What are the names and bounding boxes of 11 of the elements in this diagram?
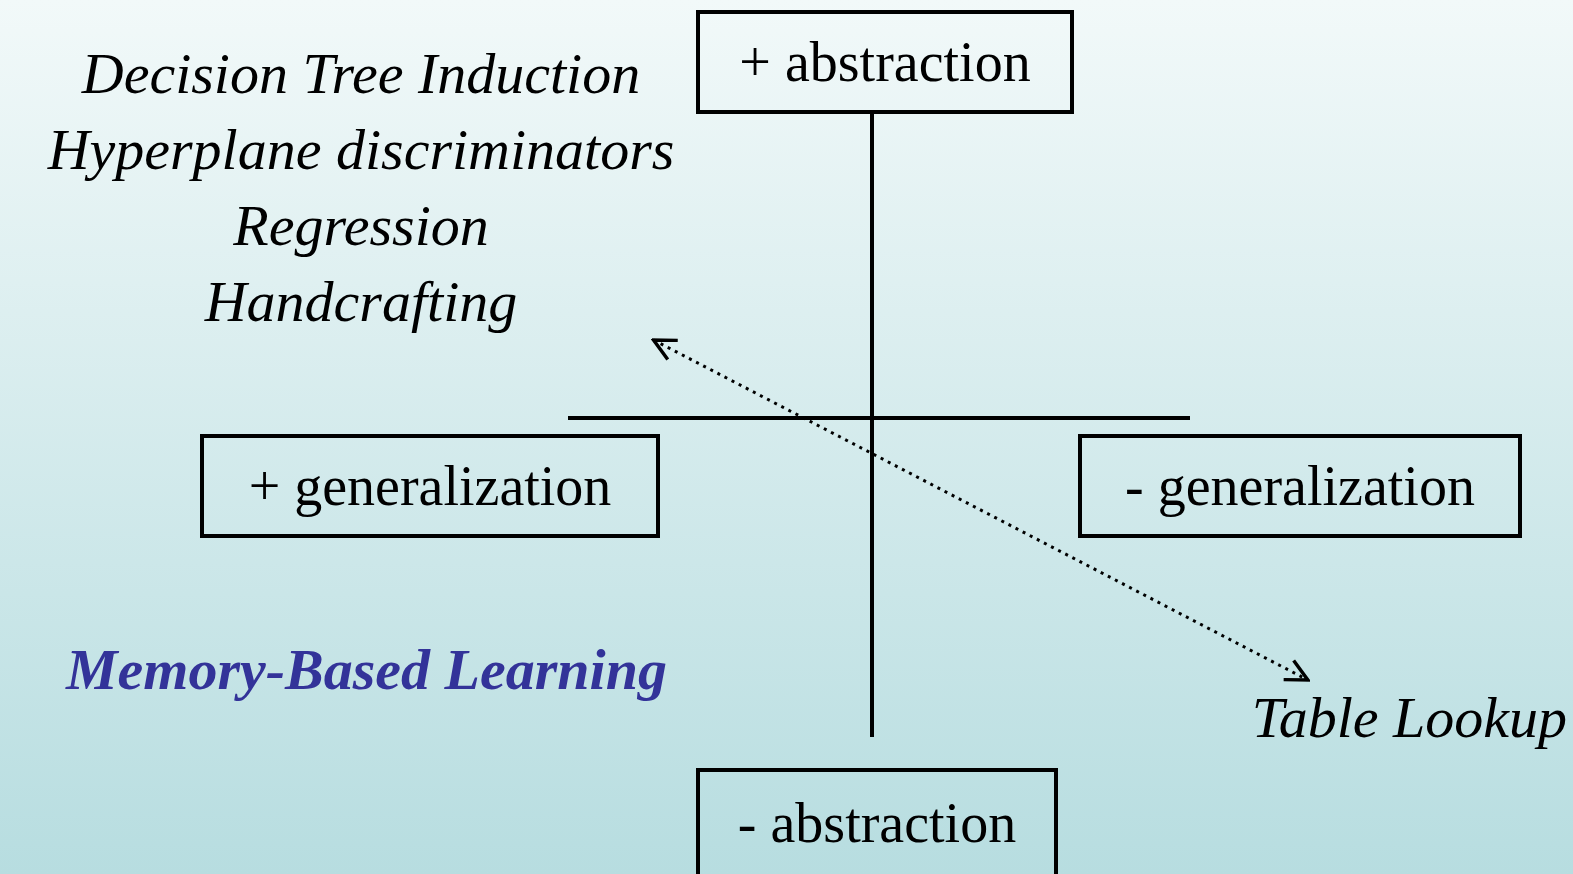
method-label: Regression	[232, 192, 490, 260]
method-label: Table Lookup	[1250, 684, 1567, 752]
category-label: Memory-Based Learning	[66, 636, 667, 703]
double-arrow	[651, 338, 1310, 682]
method-label: Handcrafting	[203, 268, 519, 336]
axis-label-box: - generalization	[1078, 434, 1522, 538]
axis-label-box: + abstraction	[696, 10, 1074, 114]
axis-label-box: - abstraction	[696, 768, 1058, 874]
axis-label-box: + generalization	[200, 434, 660, 538]
method-label: Hyperplane discriminators	[46, 116, 676, 184]
method-label: Decision Tree Induction	[80, 40, 642, 108]
